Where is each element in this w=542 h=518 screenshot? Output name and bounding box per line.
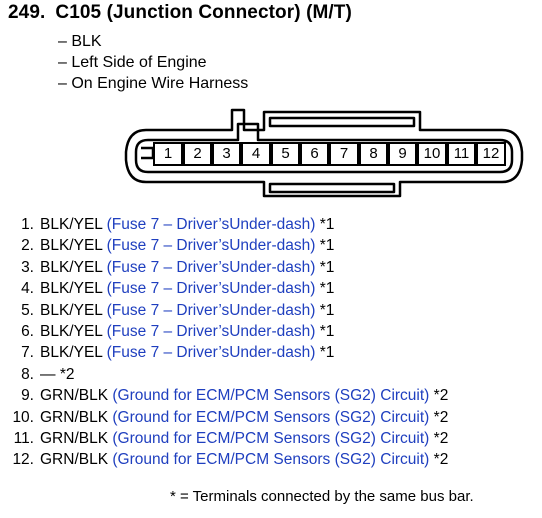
- list-item: 9. GRN/BLK (Ground for ECM/PCM Sensors (…: [0, 385, 542, 406]
- terminal-note: *1: [319, 344, 335, 362]
- list-item: 2. BLK/YEL (Fuse 7 – Driver’sUnder-dash)…: [0, 235, 542, 256]
- terminal-number: 3.: [21, 258, 34, 276]
- terminal-note: *1: [319, 237, 335, 255]
- list-item: 3. BLK/YEL (Fuse 7 – Driver’sUnder-dash)…: [0, 257, 542, 278]
- pin-label: 10: [423, 145, 441, 162]
- connector-title: C105 (Junction Connector) (M/T): [55, 2, 352, 23]
- terminal-number: 11.: [13, 429, 34, 447]
- page-title: 249. C105 (Junction Connector) (M/T): [8, 2, 352, 24]
- terminal-number: 8.: [21, 365, 34, 383]
- pin-label: 1: [163, 145, 173, 162]
- connector-pins: 1 2 3 4 5 6 7 8 9 10 11 12: [0, 0, 542, 220]
- terminal-note: *2: [433, 387, 449, 405]
- pin-label: 12: [482, 145, 500, 162]
- list-item: 5. BLK/YEL (Fuse 7 – Driver’sUnder-dash)…: [0, 300, 542, 321]
- pin-label: 8: [369, 145, 378, 162]
- wire-color: BLK/YEL: [40, 322, 103, 340]
- pin-label: 11: [453, 145, 470, 162]
- wire-color: BLK/YEL: [40, 216, 103, 233]
- terminal-note: *1: [319, 216, 335, 233]
- wire-color: GRN/BLK: [40, 451, 109, 469]
- circuit-description: (Fuse 7 – Driver’sUnder-dash): [106, 344, 316, 362]
- wire-color: BLK/YEL: [40, 237, 103, 255]
- list-item: 12. GRN/BLK (Ground for ECM/PCM Sensors …: [0, 449, 542, 470]
- terminal-number: 1.: [21, 216, 34, 233]
- circuit-description: (Ground for ECM/PCM Sensors (SG2) Circui…: [112, 451, 430, 469]
- wire-color: GRN/BLK: [40, 387, 109, 405]
- terminal-note: *2: [433, 408, 449, 426]
- wire-color: BLK/YEL: [40, 258, 103, 276]
- terminal-number: 10.: [12, 408, 34, 426]
- list-item: 6. BLK/YEL (Fuse 7 – Driver’sUnder-dash)…: [0, 321, 542, 342]
- terminal-note: *1: [319, 280, 335, 298]
- terminal-number: 4.: [21, 280, 34, 298]
- terminal-note: *1: [319, 322, 335, 340]
- circuit-description: (Fuse 7 – Driver’sUnder-dash): [106, 258, 316, 276]
- wire-color: GRN/BLK: [40, 429, 109, 447]
- pin-label: 5: [281, 145, 290, 162]
- pin-label: 2: [193, 145, 202, 162]
- list-item: 4. BLK/YEL (Fuse 7 – Driver’sUnder-dash)…: [0, 278, 542, 299]
- circuit-description: (Fuse 7 – Driver’sUnder-dash): [106, 237, 316, 255]
- terminal-note: *2: [433, 451, 449, 469]
- bus-bar-footnote: * = Terminals connected by the same bus …: [170, 488, 474, 505]
- pin-label: 7: [339, 145, 349, 162]
- detail-color: – BLK: [58, 33, 102, 50]
- section-number: 249.: [8, 2, 46, 23]
- circuit-description: (Fuse 7 – Driver’sUnder-dash): [106, 301, 316, 319]
- circuit-description: (Fuse 7 – Driver’sUnder-dash): [106, 216, 316, 233]
- terminal-number: 2.: [21, 237, 34, 255]
- wire-color: BLK/YEL: [40, 301, 103, 319]
- circuit-description: (Ground for ECM/PCM Sensors (SG2) Circui…: [112, 408, 430, 426]
- wire-color: —: [40, 365, 56, 383]
- list-item: 8. — *2: [0, 364, 542, 385]
- terminal-number: 12.: [12, 451, 34, 469]
- detail-harness: – On Engine Wire Harness: [58, 75, 249, 92]
- wire-color: BLK/YEL: [40, 280, 103, 298]
- wire-color: BLK/YEL: [40, 344, 103, 362]
- pin-label: 3: [222, 145, 231, 162]
- circuit-description: (Ground for ECM/PCM Sensors (SG2) Circui…: [112, 387, 430, 405]
- terminal-note: *2: [433, 429, 449, 447]
- circuit-description: (Fuse 7 – Driver’sUnder-dash): [106, 322, 316, 340]
- terminal-number: 5.: [21, 301, 34, 319]
- circuit-description: (Fuse 7 – Driver’sUnder-dash): [106, 280, 316, 298]
- terminal-note: *2: [59, 365, 75, 383]
- terminal-number: 7.: [21, 344, 34, 362]
- list-item: 1. BLK/YEL (Fuse 7 – Driver’sUnder-dash)…: [0, 214, 542, 235]
- list-item: 7. BLK/YEL (Fuse 7 – Driver’sUnder-dash)…: [0, 342, 542, 363]
- terminal-number: 9.: [21, 387, 34, 405]
- terminal-number: 6.: [21, 322, 34, 340]
- terminal-list: 1. BLK/YEL (Fuse 7 – Driver’sUnder-dash)…: [0, 214, 542, 471]
- pin-label: 9: [398, 145, 407, 162]
- circuit-description: (Ground for ECM/PCM Sensors (SG2) Circui…: [112, 429, 430, 447]
- wire-color: GRN/BLK: [40, 408, 109, 426]
- pin-label: 6: [310, 145, 319, 162]
- list-item: 10. GRN/BLK (Ground for ECM/PCM Sensors …: [0, 407, 542, 428]
- pin-label: 4: [251, 145, 261, 162]
- terminal-note: *1: [319, 301, 335, 319]
- terminal-note: *1: [319, 258, 335, 276]
- connector-details: – BLK – Left Side of Engine – On Engine …: [58, 31, 248, 94]
- detail-location: – Left Side of Engine: [58, 54, 207, 71]
- list-item: 11. GRN/BLK (Ground for ECM/PCM Sensors …: [0, 428, 542, 449]
